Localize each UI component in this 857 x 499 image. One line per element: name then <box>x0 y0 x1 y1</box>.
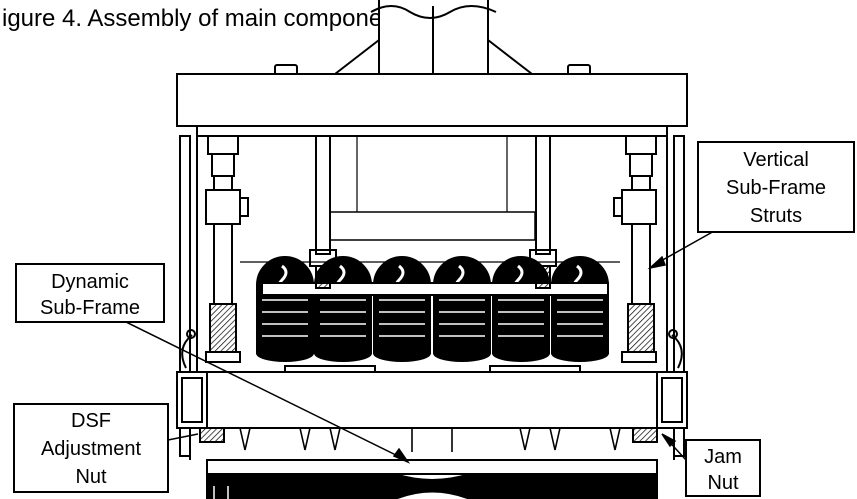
callout-dynamic-subframe: Dynamic Sub-Frame <box>15 263 165 323</box>
callout-vertical-struts: Vertical Sub-Frame Struts <box>697 141 855 233</box>
left-strut <box>205 135 249 363</box>
svg-text:Struts: Struts <box>750 205 802 227</box>
spring-1 <box>256 256 314 362</box>
hanger-left <box>315 135 331 255</box>
svg-text:Nut: Nut <box>707 472 739 494</box>
spring-6 <box>551 256 609 362</box>
hanger-right <box>535 135 551 255</box>
svg-text:Adjustment: Adjustment <box>41 438 141 460</box>
svg-text:DSF: DSF <box>71 410 111 432</box>
svg-text:Jam: Jam <box>704 446 742 468</box>
left-brace <box>334 39 380 75</box>
svg-text:Sub-Frame: Sub-Frame <box>726 177 826 199</box>
figure-caption: igure 4. Assembly of main components <box>2 5 414 32</box>
machine-drawing <box>176 0 688 499</box>
top-plate <box>196 125 668 137</box>
svg-text:Sub-Frame: Sub-Frame <box>40 297 140 319</box>
svg-text:Vertical: Vertical <box>743 149 809 171</box>
base-plate <box>206 459 658 475</box>
leader-lines <box>125 229 717 464</box>
jam-nut-shape <box>632 427 658 443</box>
spring-3 <box>373 256 431 362</box>
dsf-beam <box>176 371 688 429</box>
right-brace <box>487 39 533 75</box>
lower-structure <box>239 427 621 452</box>
base-black <box>206 473 658 499</box>
springs <box>256 256 609 362</box>
dsf-end-left <box>176 371 208 429</box>
callout-jam-nut: Jam Nut <box>685 439 761 497</box>
dsf-end-right <box>656 371 688 429</box>
svg-text:Dynamic: Dynamic <box>51 271 129 293</box>
top-beam <box>176 73 688 127</box>
svg-text:Nut: Nut <box>75 466 107 488</box>
spring-4 <box>433 256 491 362</box>
callout-dsf-adjustment-nut: DSF Adjustment Nut <box>13 403 169 493</box>
left-outer-post <box>179 135 191 457</box>
right-strut <box>613 135 657 363</box>
dsf-nut-shape <box>199 427 225 443</box>
break-line <box>370 5 497 19</box>
right-outer-post <box>673 135 685 457</box>
